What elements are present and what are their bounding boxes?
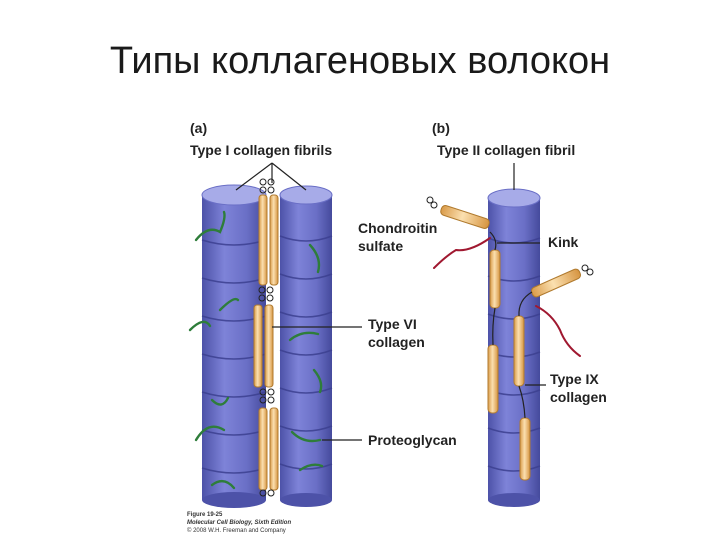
globular-domains — [258, 178, 275, 497]
fibril-a-right — [279, 185, 333, 507]
type-vi-label-line1: Type VI — [368, 316, 417, 332]
panel-b-heading: Type II collagen fibril — [437, 142, 576, 158]
proteoglycan-strands — [188, 210, 324, 490]
type-vi-label-line2: collagen — [368, 334, 425, 350]
figure-credit-line3: © 2008 W.H. Freeman and Company — [187, 528, 286, 534]
panel-a-heading: Type I collagen fibrils — [190, 142, 333, 158]
kink-label: Kink — [548, 234, 579, 250]
chondroitin-sulfate-chains — [433, 237, 581, 357]
type-ix-globular-ends — [426, 196, 594, 276]
heading-a-pointers — [235, 162, 307, 191]
type-ix-rods — [440, 205, 582, 481]
type-ix-label-line2: collagen — [550, 389, 607, 405]
chondroitin-label-line2: sulfate — [358, 238, 404, 254]
type-vi-rods — [253, 194, 279, 491]
type-ix-links — [489, 231, 533, 419]
proteoglycan-label: Proteoglycan — [368, 432, 457, 448]
panel-b-letter: (b) — [432, 120, 450, 136]
panel-a-letter: (a) — [190, 120, 208, 136]
figure-credit-line1: Figure 19-25 — [187, 512, 223, 518]
chondroitin-label-line1: Chondroitin — [358, 220, 438, 236]
figure-credit-line2: Molecular Cell Biology, Sixth Edition — [187, 520, 292, 526]
slide-title: Типы коллагеновых волокон — [109, 40, 611, 82]
type-ix-label-line1: Type IX — [550, 371, 599, 387]
